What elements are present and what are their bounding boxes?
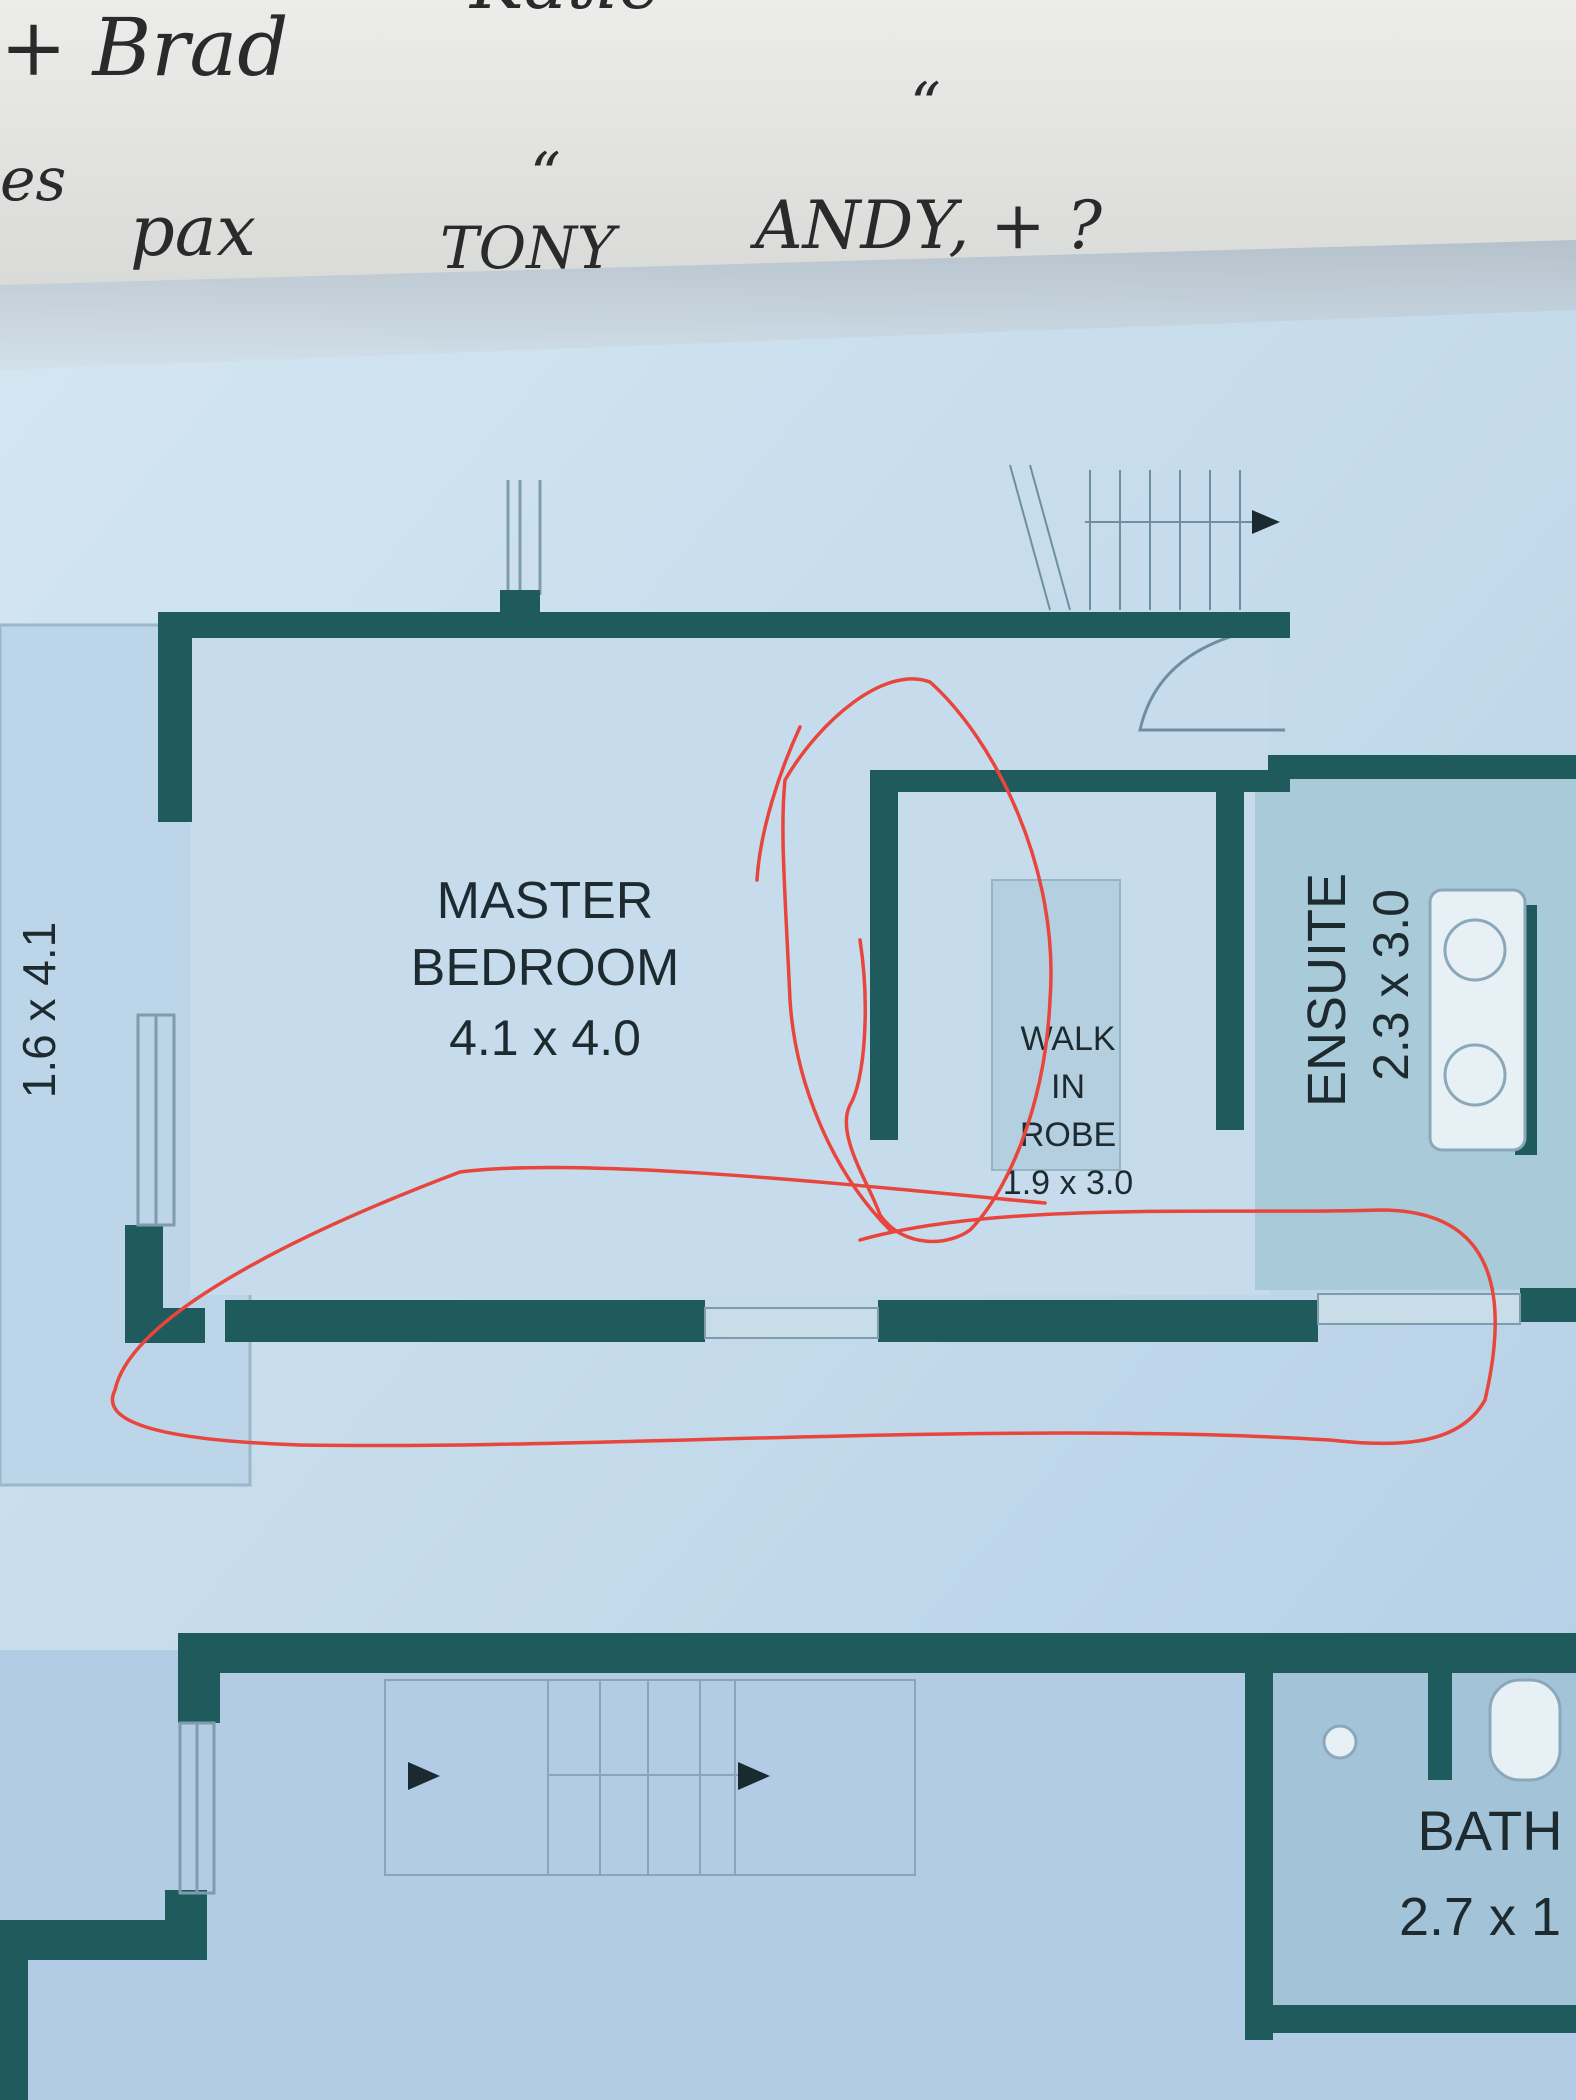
stair-arrow-icon [738,1762,770,1790]
red-annotations [110,677,1497,1448]
master-bedroom-name: BEDROOM [411,939,680,997]
walk-in-robe-name: WALK [1020,1020,1115,1058]
red-circle-walk-in-robe [781,677,1053,1244]
red-tick-mark [755,725,802,882]
note-text: ANDY, + ? [749,187,1103,264]
note-text: pax [130,190,256,272]
lower-window [178,1721,216,1895]
ensuite-dims: 2.3 x 3.0 [1363,889,1419,1081]
paper-edge-shadow [0,240,1576,370]
walk-in-robe-name: ROBE [1020,1116,1116,1154]
left-room-dims: 1.6 x 4.1 [13,922,65,1098]
walk-in-robe-dims: 1.9 x 3.0 [1003,1164,1133,1202]
lower-plan: BATH 2.7 x 1 [0,1633,1576,2100]
lower-walls [0,1633,1576,2100]
window-top [506,480,542,595]
note-text: “ [910,70,941,140]
stair-arrow-icon [1252,510,1280,534]
window-left [136,1013,176,1227]
walls [125,590,1576,1343]
red-loop-bottom-wall [110,1165,1497,1448]
note-text: Katie [468,0,661,25]
master-bedroom-name: MASTER [437,872,654,930]
walk-in-robe-name: IN [1051,1068,1085,1106]
bath-dims: 2.7 x 1 [1399,1887,1561,1947]
master-bedroom-dims: 4.1 x 4.0 [449,1010,641,1066]
stairs-bottom [384,1679,916,1876]
ensuite-name: ENSUITE [1297,873,1357,1107]
stairs-top [1009,464,1255,611]
toilet-and-shower [1322,1678,1562,1782]
note-text: + Brad [0,1,288,94]
stair-arrow-icon [408,1762,440,1790]
robe-shelf [991,879,1121,1171]
basins [1428,888,1527,1152]
window-bottom [704,1293,1521,1339]
note-text: “ [530,140,561,210]
bath-name: BATH [1417,1799,1562,1862]
note-text: es [0,145,66,215]
